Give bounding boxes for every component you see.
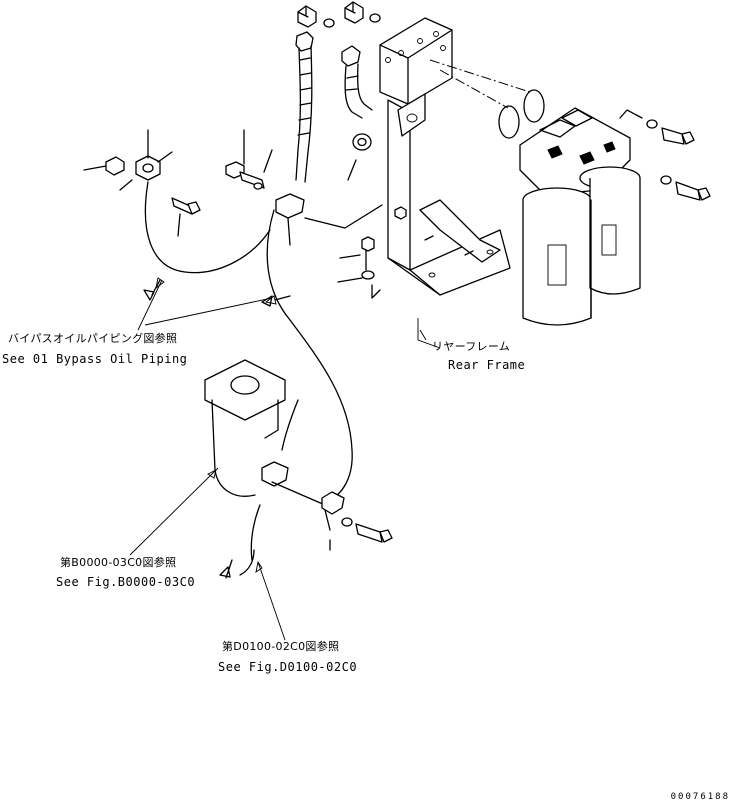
gaskets [429,59,545,139]
drawing-id: 00076188 [670,792,730,802]
mounting-bracket [304,17,511,296]
bypass-label-jp: バイパスオイルパイピング図参照 [8,332,178,345]
elbow-pipe [204,359,393,579]
fig-d0100-label-jp: 第D0100-02C0図参照 [222,640,340,653]
fig-b0000-label-jp: 第B0000-03C0図参照 [60,556,177,569]
fig-b0000-label-en: See Fig.B0000-03C0 [56,575,196,589]
frame-bolt [337,236,381,299]
oil-filter-assembly [519,107,641,326]
rear-frame-label-en: Rear Frame [448,358,526,372]
top-elbow-fittings [297,1,381,28]
bolts-right [619,109,711,201]
rear-frame-label-jp: リヤーフレーム [432,340,511,353]
leader-lines [129,277,441,641]
left-clamp-group [83,129,271,301]
hose-assembly-upper [295,31,373,183]
center-clamp-group [225,129,353,501]
bypass-label-en: See 01 Bypass Oil Piping [2,352,188,366]
grommet [347,133,372,181]
fig-d0100-label-en: See Fig.D0100-02C0 [218,660,358,674]
